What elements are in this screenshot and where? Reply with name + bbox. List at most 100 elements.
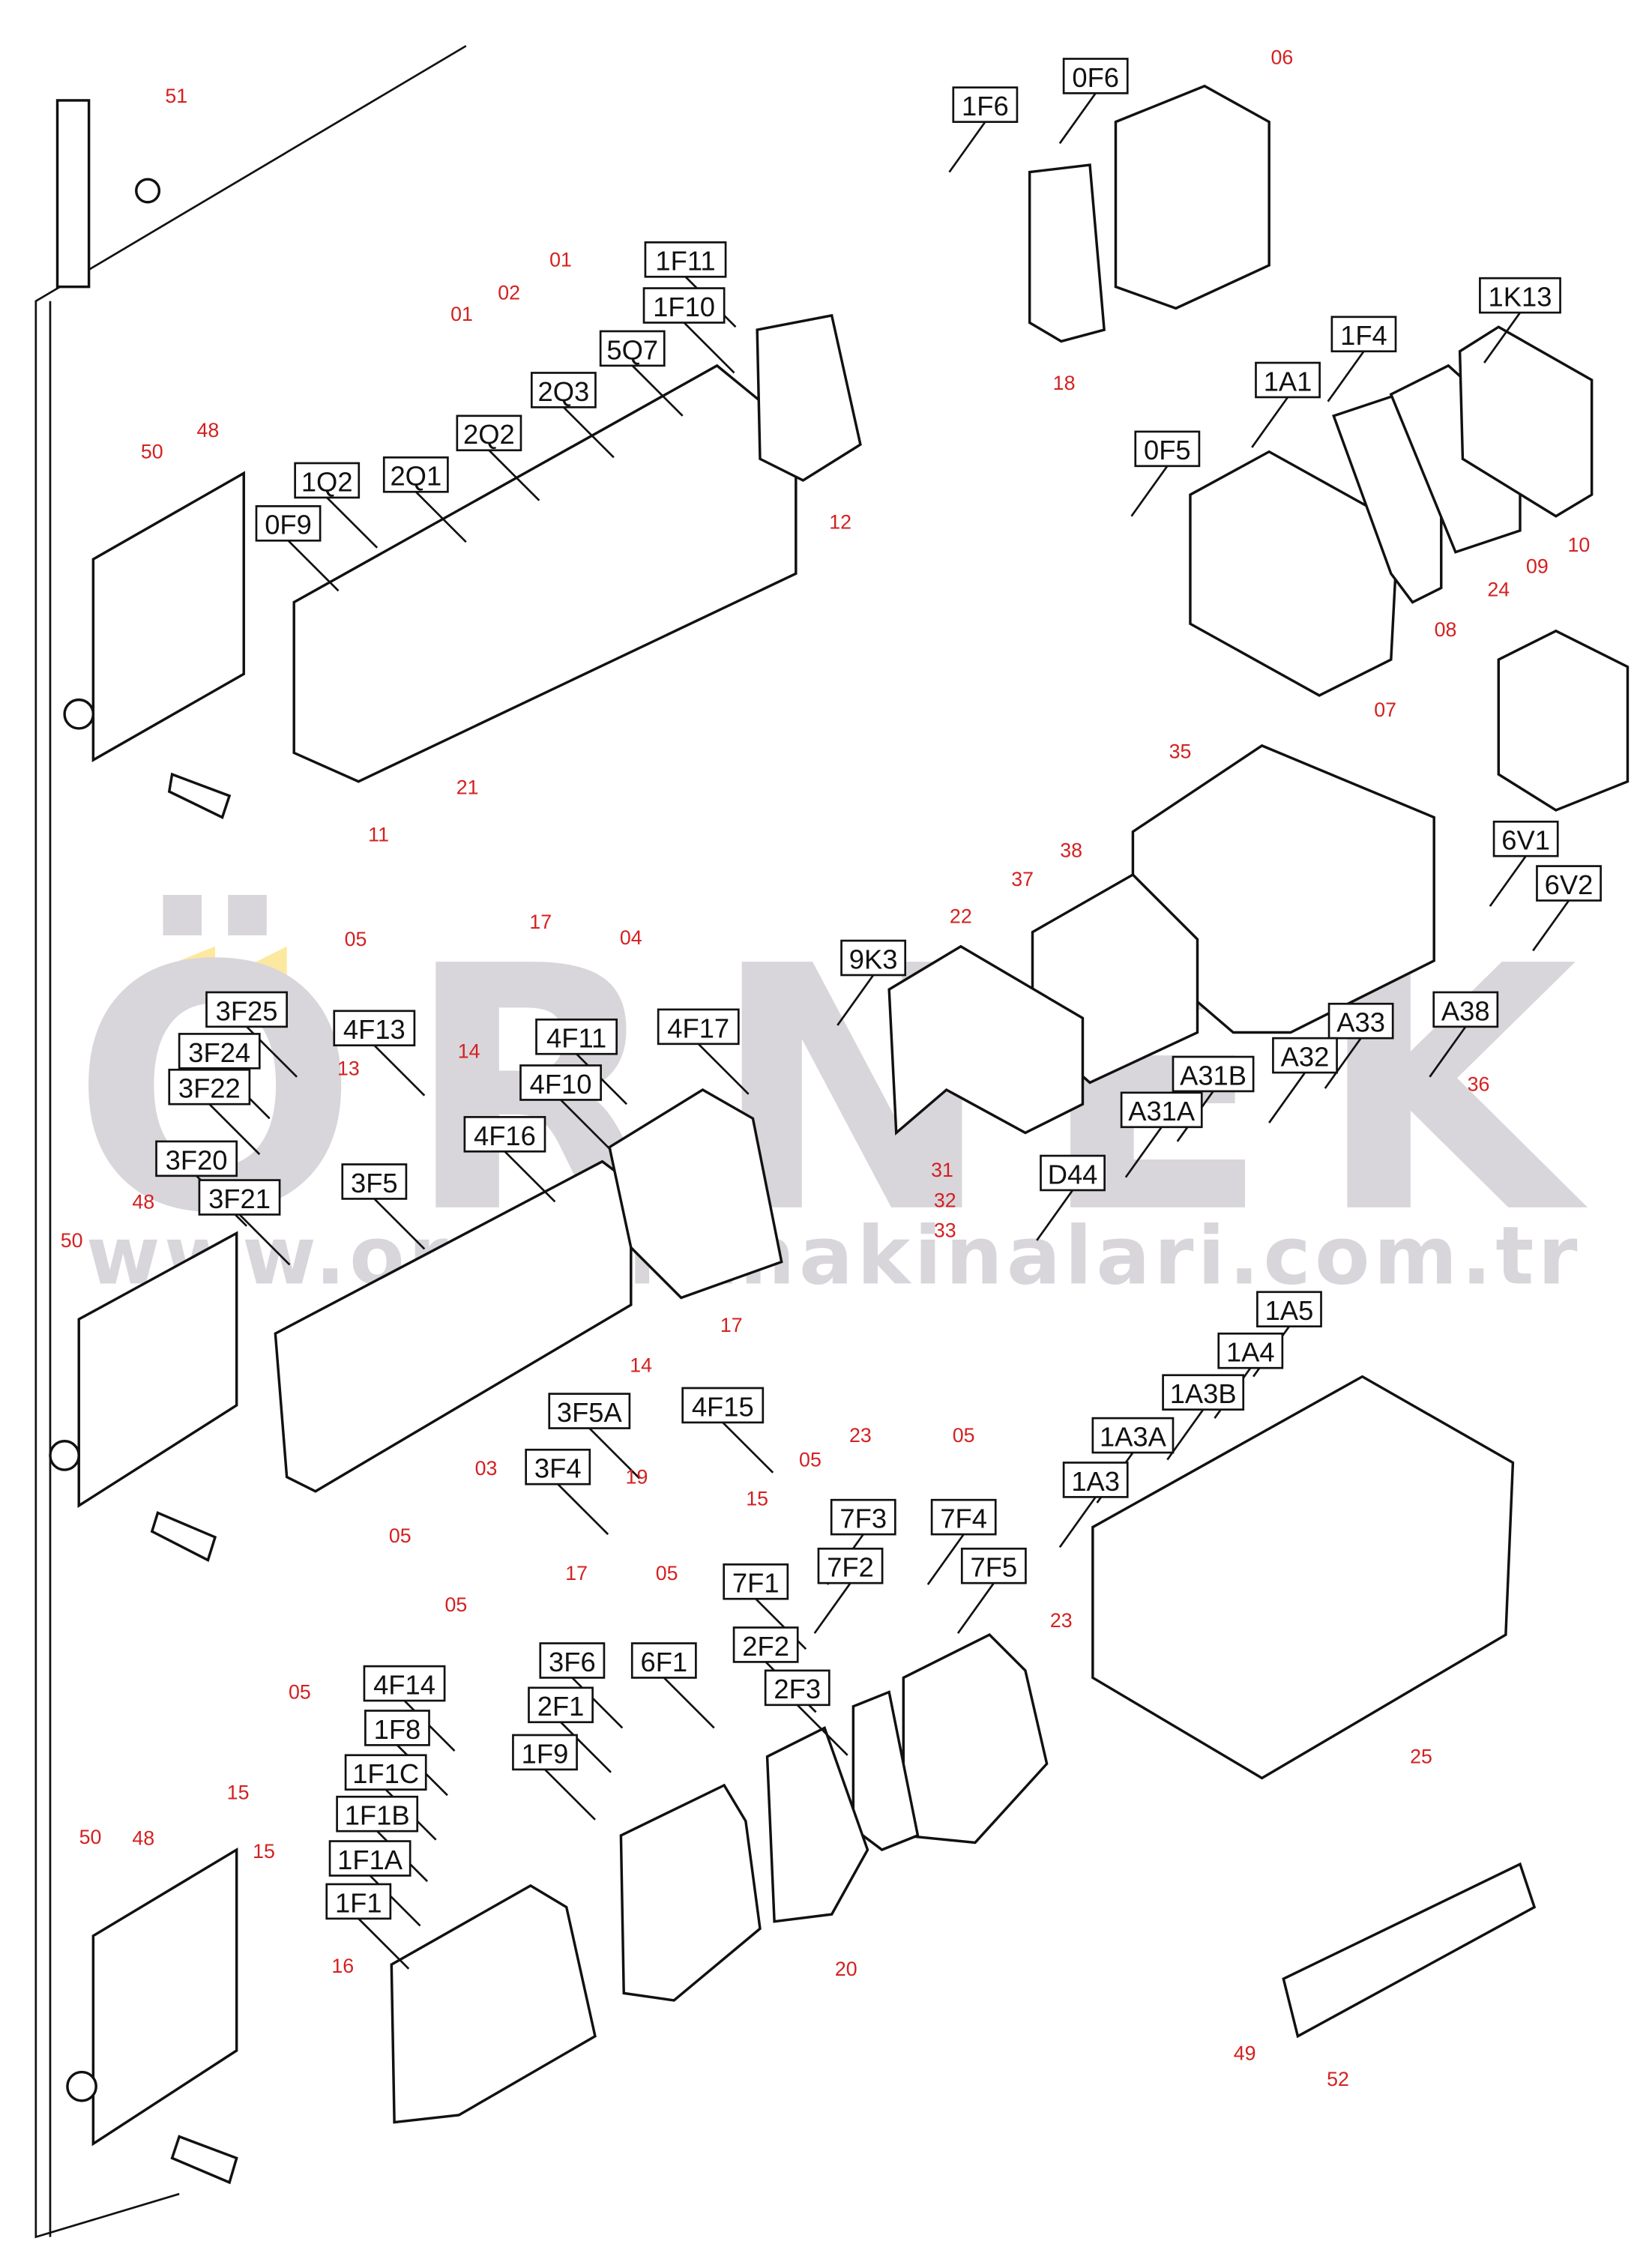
label-box	[535, 1018, 618, 1055]
label-text: 5Q7	[606, 334, 658, 365]
nut-icon	[49, 1440, 80, 1471]
label-text: A32	[1281, 1042, 1330, 1073]
part-number: 04	[620, 926, 642, 949]
label-box	[463, 1116, 546, 1153]
line-drawing	[34, 45, 1630, 2239]
component-label-d44: D44	[1040, 1154, 1106, 1192]
component-label-1f9: 1F9	[512, 1734, 578, 1771]
label-text: 2Q1	[390, 461, 441, 492]
component-label-a33: A33	[1327, 1002, 1394, 1040]
part-number: 01	[549, 248, 572, 271]
label-box	[657, 1008, 740, 1046]
label-text: 6F1	[640, 1647, 687, 1677]
part-number: 50	[61, 1229, 83, 1252]
part-number: 01	[450, 303, 473, 325]
modules-1A	[1091, 1375, 1515, 1780]
part-number: 17	[565, 1562, 588, 1584]
nut-icon	[135, 178, 161, 204]
component-label-3f22: 3F22	[168, 1068, 251, 1106]
component-label-2q2: 2Q2	[456, 414, 522, 452]
cabinet-panel	[34, 45, 467, 2239]
component-label-6v1: 6V1	[1492, 820, 1559, 857]
leader-line	[1532, 899, 1570, 952]
component-label-1a3a: 1A3A	[1091, 1417, 1175, 1454]
label-box	[336, 1795, 419, 1833]
leader-line	[560, 1721, 612, 1773]
label-text: 4F10	[530, 1069, 592, 1100]
label-text: 3F22	[178, 1073, 241, 1104]
component-label-1f11: 1F11	[644, 241, 727, 278]
breakers-4F	[608, 1088, 783, 1300]
component-label-2f1: 2F1	[528, 1686, 594, 1724]
label-text: 4F11	[546, 1023, 606, 1054]
component-label-1f6: 1F6	[952, 86, 1019, 123]
label-text: 1F9	[522, 1738, 569, 1769]
label-text: 1A3B	[1170, 1378, 1237, 1409]
part-number: 05	[389, 1524, 412, 1547]
leader-line	[926, 1533, 965, 1585]
label-box	[328, 1840, 412, 1877]
part-number: 05	[445, 1593, 468, 1616]
label-box	[255, 505, 322, 542]
label-box	[1040, 1154, 1106, 1192]
din-rail	[77, 1231, 238, 1509]
part-number: 50	[141, 441, 163, 463]
label-text: 1A1	[1264, 366, 1312, 396]
label-text: 2Q3	[538, 376, 590, 407]
part-number: 33	[934, 1219, 956, 1242]
leader-line	[373, 1044, 426, 1097]
label-box	[630, 1642, 697, 1679]
component-label-1a3b: 1A3B	[1162, 1374, 1245, 1411]
part-number: 05	[289, 1681, 311, 1704]
leader-line	[373, 1198, 426, 1250]
leader-line	[1036, 1189, 1074, 1241]
component-label-4f10: 4F10	[519, 1064, 602, 1101]
label-box	[539, 1642, 606, 1679]
label-box	[364, 1710, 430, 1746]
component-label-1f1: 1F1	[325, 1883, 392, 1920]
component-label-7f4: 7F4	[930, 1498, 997, 1536]
component-label-5q7: 5Q7	[599, 330, 666, 367]
label-text: 3F6	[549, 1647, 596, 1677]
breakers-3F	[274, 1159, 633, 1493]
leader-line	[238, 1213, 291, 1266]
leader-line	[562, 406, 615, 459]
component-label-9k3: 9K3	[840, 939, 907, 977]
component-label-1a4: 1A4	[1217, 1332, 1284, 1369]
component-label-4f13: 4F13	[333, 1010, 416, 1047]
component-labels: 1F60F61F111F105Q72Q32Q22Q11Q20F91K131F41…	[155, 58, 1602, 1920]
label-text: 4F14	[373, 1670, 435, 1701]
component-label-1a3: 1A3	[1062, 1462, 1129, 1498]
part-number: 06	[1271, 46, 1294, 69]
component-label-1f4: 1F4	[1330, 316, 1397, 353]
component-label-6v2: 6V2	[1536, 865, 1602, 902]
label-text: 4F13	[343, 1014, 406, 1045]
label-text: 1F1	[335, 1887, 382, 1918]
leader-line	[358, 1917, 410, 1970]
part-number: 13	[337, 1057, 360, 1079]
label-box	[723, 1563, 789, 1600]
label-text: 1A5	[1265, 1295, 1314, 1326]
leader-line	[571, 1677, 624, 1729]
label-box	[294, 462, 361, 499]
component-label-7f1: 7F1	[723, 1563, 789, 1600]
part-number: 11	[368, 823, 389, 845]
component-label-3f20: 3F20	[155, 1140, 238, 1177]
component-label-a38: A38	[1432, 991, 1499, 1028]
label-text: 1Q2	[301, 466, 353, 497]
part-number: 09	[1526, 555, 1549, 578]
part-number: 48	[197, 419, 220, 441]
part-number: 21	[456, 776, 479, 798]
leader-line	[631, 364, 684, 417]
part-number: 52	[1327, 2068, 1349, 2090]
nut-icon	[63, 698, 95, 730]
label-text: 3F4	[534, 1453, 582, 1484]
label-text: 7F3	[839, 1503, 887, 1534]
component-label-1f1b: 1F1B	[336, 1795, 419, 1833]
part-number: 05	[953, 1424, 975, 1447]
part-number: 05	[656, 1562, 678, 1584]
cable-duct	[1282, 1862, 1537, 2039]
label-text: 7F1	[732, 1568, 780, 1599]
label-box	[1256, 1291, 1322, 1328]
